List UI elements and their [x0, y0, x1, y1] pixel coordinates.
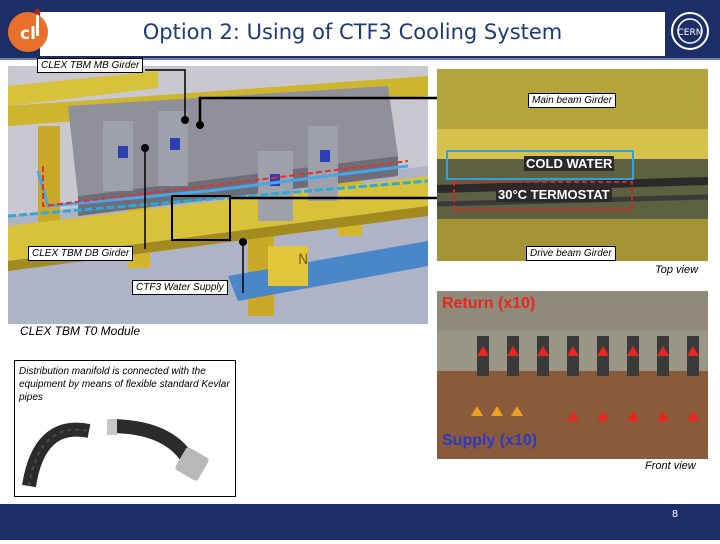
svg-text:cl: cl	[20, 24, 36, 44]
main-beam-girder-label: Main beam Girder	[528, 93, 617, 108]
footer-bar	[0, 504, 720, 540]
cold-water-label: COLD WATER	[524, 156, 615, 171]
mb-girder-label: CLEX TBM MB Girder	[37, 58, 144, 73]
svg-text:N: N	[298, 252, 308, 268]
svg-text:CERN: CERN	[678, 28, 703, 38]
description-text: Distribution manifold is connected with …	[19, 366, 230, 403]
water-supply-label: CTF3 Water Supply	[132, 280, 228, 295]
t0-module-label: CLEX TBM T0 Module	[20, 324, 141, 338]
cern-logo: CERN	[668, 10, 712, 52]
front-view-photo	[437, 291, 708, 459]
kevlar-pipes-photo	[19, 411, 231, 493]
supply-label: Supply (x10)	[442, 432, 538, 449]
page-number: 8	[671, 509, 679, 520]
top-view-label: Top view	[655, 264, 699, 276]
title-background	[40, 12, 665, 56]
page-title: Option 2: Using of CTF3 Cooling System	[142, 20, 563, 44]
description-box: Distribution manifold is connected with …	[14, 360, 236, 497]
clic-logo: cl	[4, 8, 52, 54]
db-girder-label: CLEX TBM DB Girder	[28, 246, 134, 261]
drive-beam-girder-label: Drive beam Girder	[526, 246, 616, 261]
termostat-label: 30°C TERMOSTAT	[496, 187, 612, 202]
return-label: Return (x10)	[442, 295, 536, 312]
front-view-label: Front view	[645, 460, 696, 472]
